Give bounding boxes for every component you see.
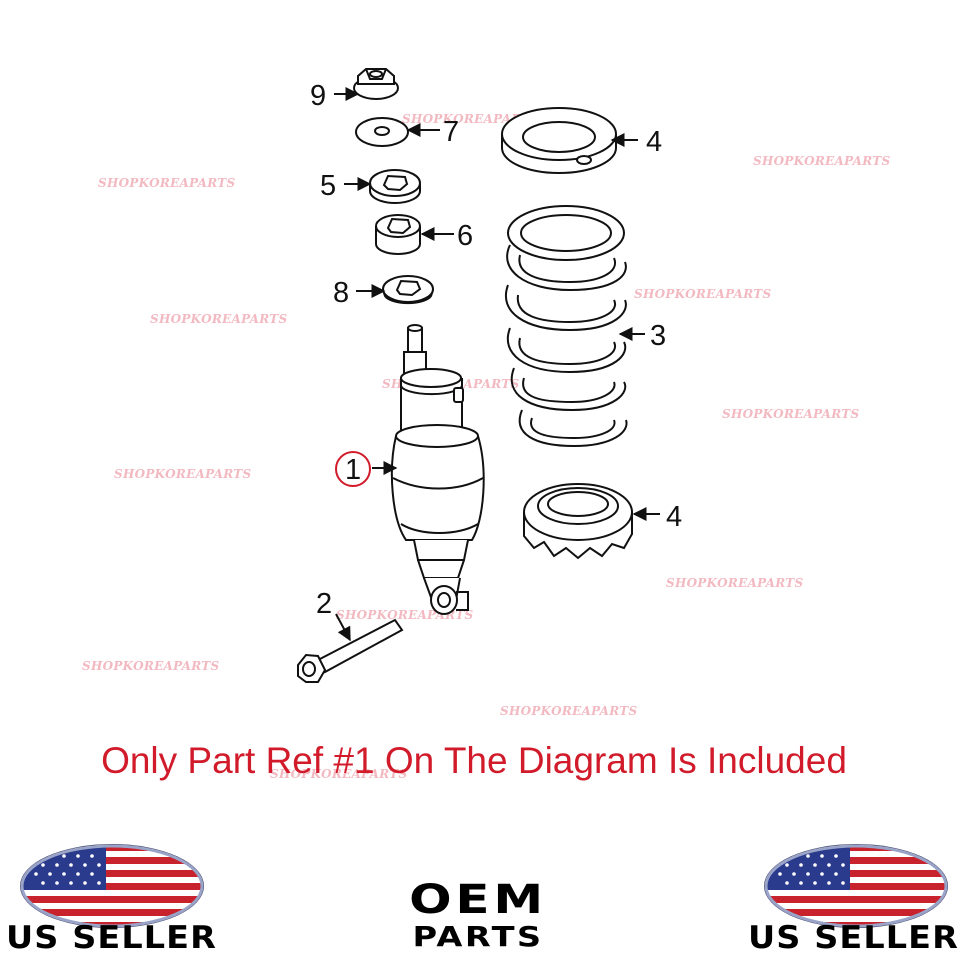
callout-3: 3 — [650, 320, 666, 352]
callout-1: 1 — [345, 454, 361, 486]
leader-arrows — [334, 87, 660, 642]
watermark: SHOPKOREAPARTS — [666, 576, 804, 590]
watermark: SHOPKOREAPARTS — [753, 154, 891, 168]
included-part-notice: Only Part Ref #1 On The Diagram Is Inclu… — [101, 740, 847, 781]
part-8-cap — [382, 275, 434, 305]
part-5-bushing — [369, 169, 421, 204]
us-seller-label-left: US SELLER — [6, 920, 217, 956]
oem-logo-line1: OEM — [409, 877, 547, 923]
callout-5: 5 — [320, 170, 336, 202]
part-3-coil-spring — [505, 205, 628, 448]
oem-parts-logo: OEM PARTS — [388, 880, 568, 954]
callout-9: 9 — [310, 80, 326, 112]
callout-1-highlight-circle — [335, 451, 371, 487]
us-flag-oval-icon — [764, 844, 948, 928]
callout-4-upper: 4 — [646, 126, 662, 158]
watermark: SHOPKOREAPARTS — [150, 312, 288, 326]
callout-8: 8 — [333, 277, 349, 309]
callout-6: 6 — [457, 220, 473, 252]
callout-2: 2 — [316, 588, 332, 620]
part-1-shock-absorber — [390, 324, 485, 615]
callout-7: 7 — [443, 116, 459, 148]
watermark: SHOPKOREAPARTS — [634, 287, 772, 301]
watermark: SHOPKOREAPARTS — [722, 407, 860, 421]
part-6-bushing — [375, 214, 421, 255]
part-4-lower-seat — [523, 483, 633, 560]
us-seller-label-right: US SELLER — [748, 920, 959, 956]
watermark: SHOPKOREAPARTS — [114, 467, 252, 481]
oem-logo-line2: PARTS — [412, 920, 544, 953]
watermark: SHOPKOREAPARTS — [270, 767, 408, 781]
watermark: SHOPKOREAPARTS — [402, 112, 540, 126]
part-2-bolt — [297, 618, 404, 683]
watermark: SHOPKOREAPARTS — [82, 659, 220, 673]
watermarks: SHOPKOREAPARTS SHOPKOREAPARTS SHOPKOREAP… — [82, 112, 891, 781]
callout-labels: 9 7 5 6 8 4 3 4 2 1 — [310, 80, 682, 620]
us-flag-oval-icon — [20, 844, 204, 928]
callout-4-lower: 4 — [666, 501, 682, 533]
part-4-upper-seat — [501, 107, 617, 174]
watermark: SHOPKOREAPARTS — [500, 704, 638, 718]
part-9-nut — [353, 68, 399, 100]
part-7-washer — [355, 117, 409, 147]
watermark: SHOPKOREAPARTS — [98, 176, 236, 190]
